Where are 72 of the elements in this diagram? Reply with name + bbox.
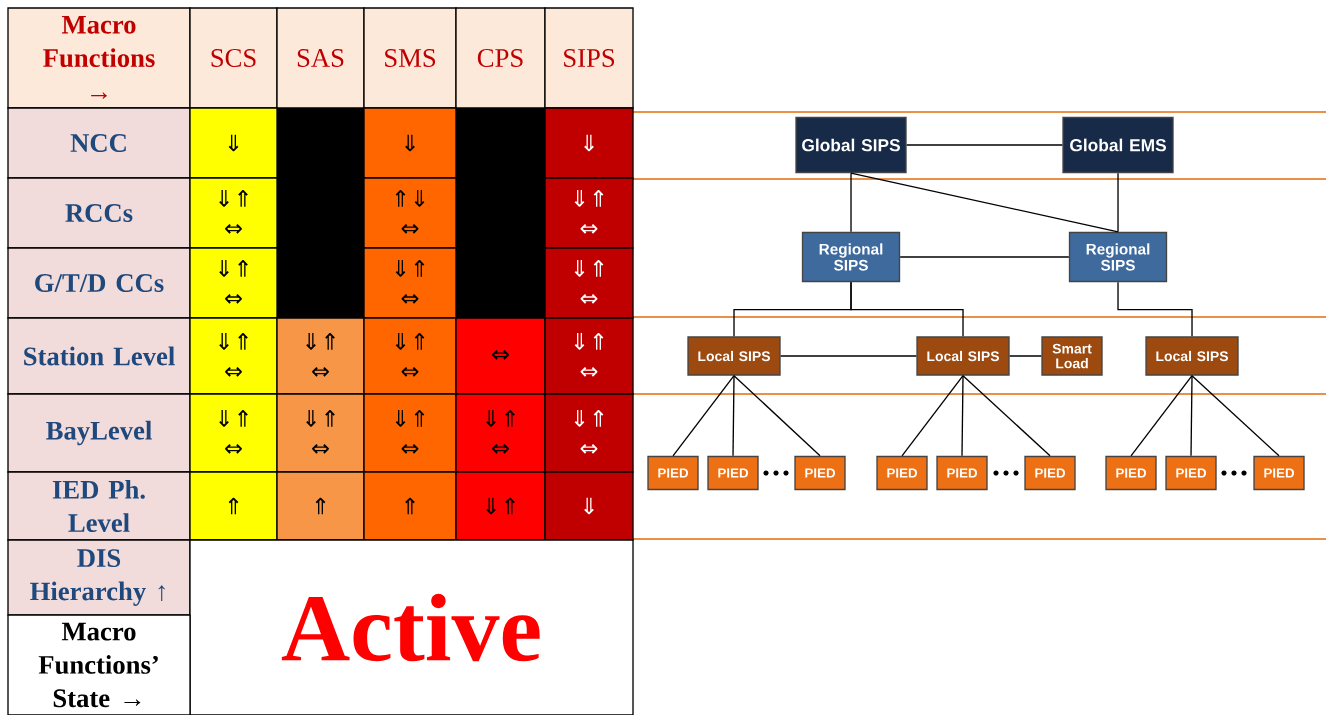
row-header-cell: BayLevel — [7, 393, 191, 473]
arrow-cell: ⇓ — [189, 107, 278, 179]
arrow-cell: ⇓⇑ ⇔ — [276, 317, 365, 395]
arrow-cell: ⇑ — [189, 471, 278, 541]
arrow-cell: ⇓ — [544, 107, 634, 179]
arrow-cell: ⇓⇑ — [455, 471, 546, 541]
arrow-cell: ⇓⇑ ⇔ — [544, 177, 634, 249]
row-header-cell: Station Level — [7, 317, 191, 395]
control-box: Global EMS — [1062, 116, 1174, 174]
device-box: PIED — [647, 455, 699, 491]
row-header-cell: DIS Hierarchy ↑ — [7, 539, 191, 616]
control-box: Regional SIPS — [1068, 231, 1168, 283]
control-box: Global SIPS — [795, 116, 907, 174]
connector-line — [850, 172, 1119, 233]
arrow-cell: ⇓⇑ ⇔ — [189, 177, 278, 249]
device-box: PIED — [794, 455, 846, 491]
header-cell: SCS — [189, 7, 278, 109]
control-box: Local SIPS — [916, 336, 1010, 376]
connector-line — [850, 172, 852, 233]
arrow-cell: ⇓⇑ ⇔ — [544, 247, 634, 319]
device-box: PIED — [1253, 455, 1305, 491]
header-cell: CPS — [455, 7, 546, 109]
connector-line — [1190, 375, 1193, 457]
connector-line — [1191, 375, 1280, 457]
header-cell: SIPS — [544, 7, 634, 109]
connector-line — [850, 281, 964, 337]
row-header-cell: Macro Functions’ State → — [7, 614, 191, 715]
device-box: PIED — [1105, 455, 1157, 491]
row-header-cell: IED Ph. Level — [7, 471, 191, 541]
control-box: Local SIPS — [1145, 336, 1239, 376]
connector-line — [961, 375, 964, 457]
control-box: Smart Load — [1041, 336, 1103, 376]
control-box: Regional SIPS — [801, 231, 901, 283]
arrow-cell: ⇓⇑ ⇔ — [363, 393, 457, 473]
connector-line — [1117, 172, 1119, 233]
arrow-cell: ⇓ — [363, 107, 457, 179]
connector-line — [901, 375, 964, 457]
arrow-cell: ⇔ — [455, 317, 546, 395]
connector-line — [899, 256, 1070, 258]
connector-line — [962, 375, 1051, 457]
connector-line — [1117, 281, 1193, 337]
arrow-cell: ⇓⇑ ⇔ — [189, 317, 278, 395]
row-header-cell: G/T/D CCs — [7, 247, 191, 319]
arrow-cell: ⇓⇑ ⇔ — [544, 317, 634, 395]
arrow-cell: ⇑ — [276, 471, 365, 541]
arrow-cell: ⇓⇑ ⇔ — [544, 393, 634, 473]
arrow-cell: ⇓⇑ ⇔ — [189, 247, 278, 319]
device-box: PIED — [936, 455, 988, 491]
row-header-cell: RCCs — [7, 177, 191, 249]
connector-line — [1009, 355, 1042, 357]
connector-line — [906, 144, 1063, 146]
arrow-cell: ⇑ — [363, 471, 457, 541]
arrow-cell: ⇓⇑ ⇔ — [276, 393, 365, 473]
connector-line — [780, 355, 917, 357]
device-box: PIED — [707, 455, 759, 491]
arrow-cell: ⇓⇑ ⇔ — [363, 317, 457, 395]
header-cell: SAS — [276, 7, 365, 109]
connector-line — [672, 375, 735, 457]
arrow-cell: ⇓⇑ ⇔ — [363, 247, 457, 319]
arrow-cell: ⇓⇑ ⇔ — [455, 393, 546, 473]
arrow-cell: ⇓ — [544, 471, 634, 541]
device-box: PIED — [876, 455, 928, 491]
device-box: PIED — [1165, 455, 1217, 491]
arrow-cell: ⇓⇑ ⇔ — [189, 393, 278, 473]
control-box: Local SIPS — [687, 336, 781, 376]
connector-line — [732, 375, 735, 457]
connector-line — [733, 375, 821, 457]
header-cell: SMS — [363, 7, 457, 109]
arrow-cell: ⇑⇓ ⇔ — [363, 177, 457, 249]
row-header-cell: NCC — [7, 107, 191, 179]
device-box: PIED — [1024, 455, 1076, 491]
connector-line — [1130, 375, 1193, 457]
